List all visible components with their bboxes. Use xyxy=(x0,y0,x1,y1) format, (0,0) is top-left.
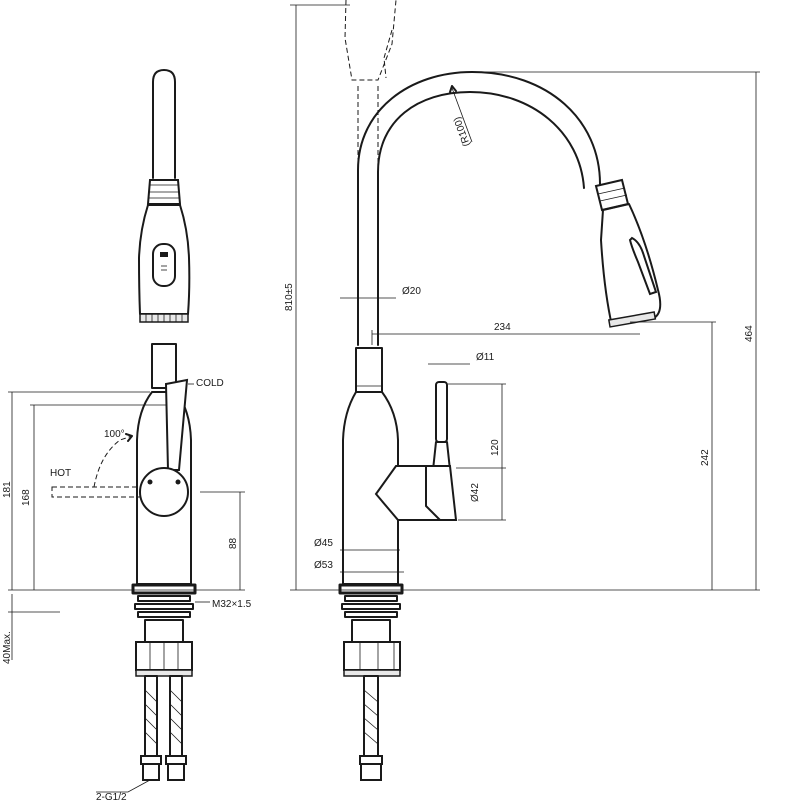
dim-168: 168 xyxy=(21,489,32,506)
side-base-plate xyxy=(338,583,404,595)
spray-button xyxy=(152,243,176,287)
dim-d53: Ø53 xyxy=(314,560,333,571)
front-spray-tube xyxy=(152,69,176,179)
angle-label: 100° xyxy=(104,429,125,440)
side-spray-head xyxy=(600,203,662,327)
hot-lever-dashed xyxy=(51,486,141,498)
side-hex-nut xyxy=(343,641,401,671)
side-dimensions: 810±5 464 242 Ø20 234 Ø11 120 Ø42 Ø45 Ø5… xyxy=(284,4,760,591)
dim-d45: Ø45 xyxy=(314,538,333,549)
front-neck xyxy=(151,343,177,389)
cold-label: COLD xyxy=(196,378,224,389)
front-handle-lever xyxy=(164,378,189,471)
side-handle-lever xyxy=(435,381,448,443)
radius-label: (R100) xyxy=(452,115,473,147)
dim-40max: 40Max. xyxy=(2,631,13,664)
angle-arc xyxy=(93,435,133,488)
dim-d42: Ø42 xyxy=(470,483,481,502)
side-supply-hose xyxy=(359,675,383,781)
dim-d20: Ø20 xyxy=(402,286,421,297)
side-pulled-head-dashed xyxy=(344,0,397,81)
dim-464: 464 xyxy=(744,325,755,342)
side-gooseneck-spout xyxy=(357,71,601,346)
dim-242: 242 xyxy=(700,449,711,466)
dim-810: 810±5 xyxy=(284,283,295,311)
side-neck xyxy=(355,347,383,393)
dim-88: 88 xyxy=(228,537,239,549)
dim-234: 234 xyxy=(494,322,511,333)
hose-thread-label: 2-G1/2 xyxy=(96,792,127,800)
hot-label: HOT xyxy=(50,468,71,479)
dim-d11: Ø11 xyxy=(476,352,495,363)
front-base-plate xyxy=(131,583,197,595)
front-handle-knob xyxy=(139,467,189,517)
side-spray-trigger xyxy=(628,236,658,296)
side-view: (R100) xyxy=(284,0,760,781)
dim-120: 120 xyxy=(490,439,501,456)
side-cartridge-housing xyxy=(374,465,458,521)
front-view: 100° COLD HOT xyxy=(2,69,252,800)
dim-181: 181 xyxy=(2,481,13,498)
front-dimensions: 181 168 88 M32×1.5 40Max. xyxy=(2,391,252,664)
front-supply-hoses xyxy=(140,675,187,781)
dim-thread: M32×1.5 xyxy=(212,599,252,610)
